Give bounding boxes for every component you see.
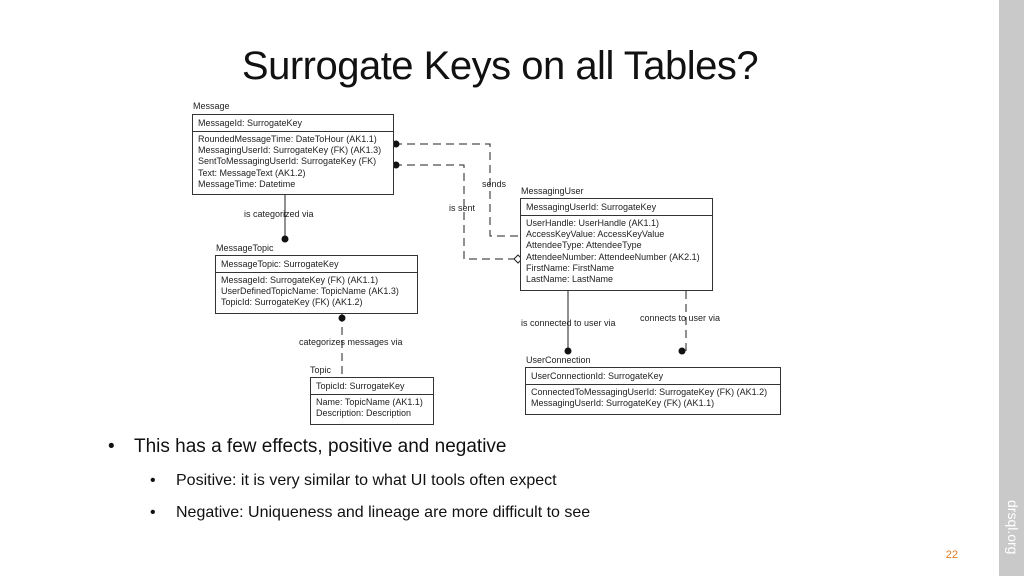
attribute: ConnectedToMessagingUserId: SurrogateKey… bbox=[531, 387, 768, 397]
rel-label-connects-to-user-via: connects to user via bbox=[640, 313, 721, 323]
entity-topic-name: Topic bbox=[310, 365, 332, 375]
attribute: Description: Description bbox=[316, 408, 412, 419]
entity-messaging-user-name: MessagingUser bbox=[521, 186, 584, 196]
entity-message-name: Message bbox=[193, 101, 230, 111]
entity-user-connection-key: UserConnectionId: SurrogateKey bbox=[526, 368, 780, 385]
entity-user-connection-attributes: ConnectedToMessagingUserId: SurrogateKey… bbox=[526, 385, 780, 411]
attribute: UserHandle: UserHandle (AK1.1) bbox=[526, 218, 660, 228]
attribute: AttendeeType: AttendeeType bbox=[526, 240, 642, 251]
attribute: FirstName: FirstName bbox=[526, 262, 615, 273]
bullet-main-text: This has a few effects, positive and neg… bbox=[134, 436, 507, 457]
bullet-main: • This has a few effects, positive and ne… bbox=[108, 436, 506, 458]
rel-label-categorizes-messages-via: categorizes messages via bbox=[299, 337, 403, 347]
entity-messaging-user: MessagingUserId: SurrogateKey UserHandle… bbox=[520, 198, 713, 291]
connected-dot bbox=[564, 347, 572, 355]
entity-message-topic-key: MessageTopic: SurrogateKey bbox=[216, 256, 417, 273]
attribute: RoundedMessageTime: DateToHour (AK1.1) bbox=[198, 134, 377, 144]
attribute: SentToMessagingUserId: SurrogateKey (FK) bbox=[198, 156, 377, 167]
attribute: MessageId: SurrogateKey (FK) (AK1.1) bbox=[221, 275, 379, 285]
entity-user-connection-name: UserConnection bbox=[526, 355, 591, 365]
entity-message-topic-name: MessageTopic bbox=[216, 243, 274, 253]
attribute: TopicId: SurrogateKey (FK) (AK1.2) bbox=[221, 297, 363, 308]
entity-topic-attributes: Name: TopicName (AK1.1) Description: Des… bbox=[311, 395, 433, 421]
bullet-marker: • bbox=[108, 436, 115, 457]
slide-title: Surrogate Keys on all Tables? bbox=[241, 44, 759, 88]
is-sent-dot bbox=[392, 161, 400, 169]
relationship-lines bbox=[281, 140, 687, 377]
bullet-marker: • bbox=[150, 472, 156, 489]
bullet-marker: • bbox=[150, 504, 156, 521]
entity-message: MessageId: SurrogateKey RoundedMessageTi… bbox=[192, 114, 394, 195]
attribute: AttendeeNumber: AttendeeNumber (AK2.1) bbox=[526, 251, 700, 262]
bullet-sub-text: Positive: it is very similar to what UI … bbox=[176, 472, 557, 489]
page-number: 22 bbox=[945, 549, 958, 561]
bullet-sub-text: Negative: Uniqueness and lineage are mor… bbox=[176, 504, 591, 521]
entity-message-topic: MessageTopic: SurrogateKey MessageId: Su… bbox=[215, 255, 418, 314]
connects-dot bbox=[678, 347, 686, 355]
entity-message-topic-attributes: MessageId: SurrogateKey (FK) (AK1.1) Use… bbox=[216, 273, 417, 311]
entity-user-connection: UserConnectionId: SurrogateKey Connected… bbox=[525, 367, 781, 415]
attribute: UserDefinedTopicName: TopicName (AK1.3) bbox=[221, 286, 399, 297]
rel-label-is-categorized-via: is categorized via bbox=[244, 209, 314, 219]
sends-line bbox=[394, 143, 520, 237]
side-label: drsql.org bbox=[1005, 500, 1021, 555]
categorized-dot bbox=[281, 235, 289, 243]
entity-topic: TopicId: SurrogateKey Name: TopicName (A… bbox=[310, 377, 434, 425]
attribute: MessageTime: Datetime bbox=[198, 178, 296, 189]
entity-topic-key: TopicId: SurrogateKey bbox=[311, 378, 433, 395]
entity-message-attributes: RoundedMessageTime: DateToHour (AK1.1) M… bbox=[193, 132, 393, 192]
attribute: AccessKeyValue: AccessKeyValue bbox=[526, 229, 665, 240]
entity-message-key: MessageId: SurrogateKey bbox=[193, 115, 393, 132]
attribute: Name: TopicName (AK1.1) bbox=[316, 397, 423, 407]
sends-dot bbox=[392, 140, 400, 148]
attribute: LastName: LastName bbox=[526, 274, 614, 285]
attribute: MessagingUserId: SurrogateKey (FK) (AK1.… bbox=[198, 145, 382, 156]
attribute: MessagingUserId: SurrogateKey (FK) (AK1.… bbox=[531, 398, 715, 409]
rel-label-is-sent: is sent bbox=[449, 203, 476, 213]
rel-label-is-connected-to-user-via: is connected to user via bbox=[521, 318, 616, 328]
sidebar-strip bbox=[999, 0, 1024, 576]
categorizes-dot bbox=[338, 314, 346, 322]
rel-label-sends: sends bbox=[482, 179, 507, 189]
is-sent-line bbox=[394, 164, 514, 260]
entity-messaging-user-attributes: UserHandle: UserHandle (AK1.1) AccessKey… bbox=[521, 216, 712, 287]
attribute: Text: MessageText (AK1.2) bbox=[198, 167, 306, 178]
entity-messaging-user-key: MessagingUserId: SurrogateKey bbox=[521, 199, 712, 216]
bullet-sub: • Positive: it is very similar to what UI… bbox=[150, 472, 557, 490]
bullet-sub: • Negative: Uniqueness and lineage are mo… bbox=[150, 504, 590, 522]
